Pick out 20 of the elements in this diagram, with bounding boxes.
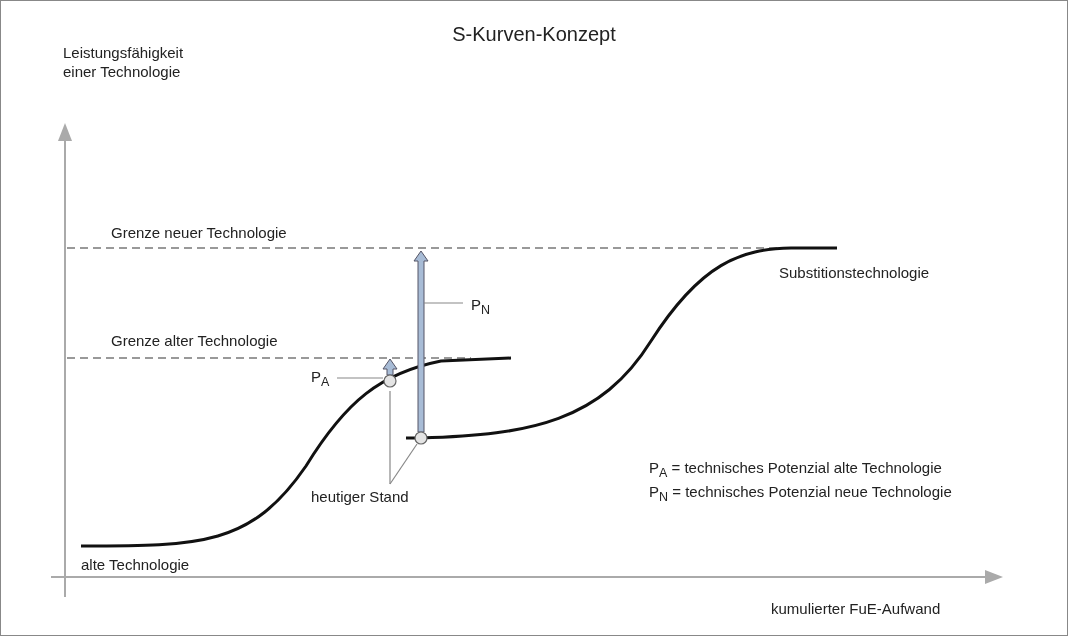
potential-label: P$_{N}$: [471, 295, 491, 320]
limit-label: Grenze neuer Technologie: [111, 223, 287, 242]
curve-label: Substitionstechnologie: [779, 263, 930, 282]
legend-text: P$_{A}$ = technisches Potenzial alte Technologie: [649, 458, 942, 482]
leader-line: [389, 390, 391, 485]
point-label: heutiger Stand: [311, 487, 409, 506]
point-marker: [383, 374, 397, 388]
chart-title: S-Kurven-Konzept: [451, 25, 617, 44]
potential-label: P$_{A}$: [311, 367, 330, 392]
potential-arrow: [382, 358, 398, 376]
axis-title: kumulierter FuE-Aufwand: [771, 599, 941, 618]
axis-title: Leistungsfähigkeit einer Technologie: [63, 43, 185, 81]
leader-line: [423, 302, 464, 304]
potential-arrow: [413, 250, 429, 433]
curve-label: alte Technologie: [81, 555, 190, 574]
leader-line: [336, 377, 384, 379]
point-marker: [414, 431, 428, 445]
leader-line: [389, 443, 418, 485]
legend-text: P$_{N}$ = technisches Potenzial neue Technologie: [649, 482, 952, 506]
limit-label: Grenze alter Technologie: [111, 331, 278, 350]
